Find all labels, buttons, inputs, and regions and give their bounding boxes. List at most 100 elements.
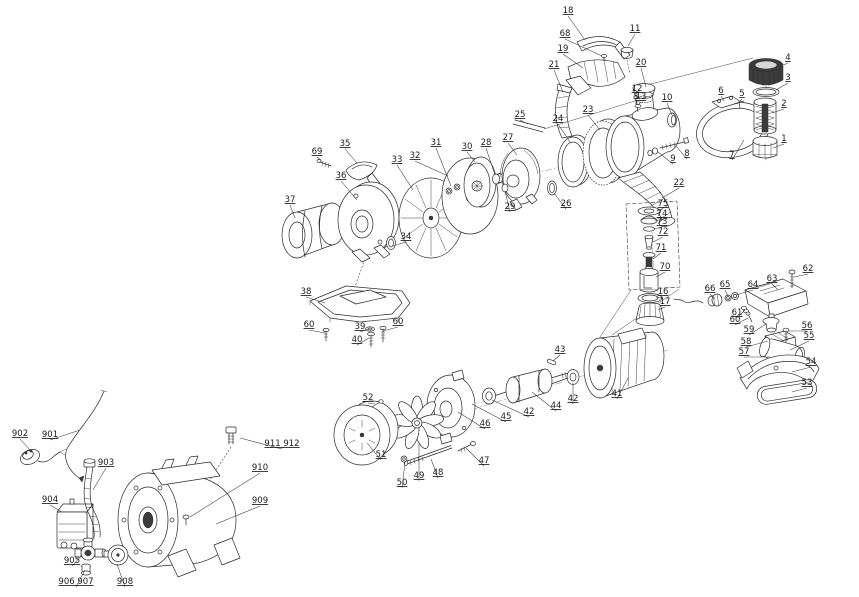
leader-line-902 [19, 438, 31, 451]
part-label-19: 19 [558, 44, 569, 54]
leader-line-34 [392, 241, 407, 247]
part-label-34: 34 [401, 232, 412, 242]
part-34-ring [386, 236, 396, 250]
part-21-cover-strip [555, 83, 573, 139]
part-label-13: 13 [636, 92, 647, 102]
leader-line-33 [396, 164, 414, 191]
part-label-38: 38 [301, 287, 312, 297]
leader-line-74 [654, 218, 663, 222]
part-62-screw [788, 269, 796, 289]
part-label-44: 44 [551, 401, 562, 411]
part-41-motor-stator [583, 327, 665, 399]
part-label-71: 71 [656, 243, 667, 253]
part-38-base-plate [309, 285, 411, 323]
part-label-36: 36 [336, 171, 347, 181]
part-909-pressure-tank [117, 455, 241, 578]
part-label-51: 51 [376, 450, 387, 460]
part-51-fan-cover [333, 400, 399, 466]
leader-line-62 [793, 273, 809, 278]
part-label-908: 908 [117, 577, 133, 587]
leader-line-75 [656, 208, 664, 212]
leader-line-42 [491, 399, 530, 418]
leader-line-3 [775, 82, 789, 91]
leader-line-45 [471, 403, 507, 423]
part-20-filler-cap [632, 83, 656, 98]
part-label-29: 29 [505, 202, 516, 212]
leader-line-68 [564, 38, 603, 57]
part-904-pressure-switch [56, 498, 94, 550]
part-label-31: 31 [431, 138, 442, 148]
part-label-66: 66 [705, 284, 716, 294]
part-label-60: 60 [304, 320, 315, 330]
leader-line-71 [652, 252, 662, 260]
part-75-washer [637, 206, 661, 216]
leader-line-901 [49, 429, 81, 441]
part-label-22: 22 [674, 178, 685, 188]
leader-line-26 [553, 192, 567, 210]
leader-line-10 [666, 102, 673, 116]
part-label-47: 47 [479, 456, 490, 466]
part-label-909: 909 [252, 496, 268, 506]
part-label-24: 24 [553, 114, 564, 124]
part-label-72: 72 [658, 227, 669, 237]
part-label-25: 25 [515, 110, 526, 120]
leader-line-63 [771, 283, 779, 291]
leader-line-911-912 [239, 437, 283, 450]
part-label-5: 5 [739, 89, 744, 99]
part-54-saddle-bracket [736, 354, 820, 390]
part-label-41: 41 [612, 389, 623, 399]
part-label-35: 35 [340, 139, 351, 149]
part-label-906-907: 906 907 [58, 577, 93, 587]
leader-line-903 [92, 467, 107, 491]
part-label-75: 75 [658, 199, 669, 209]
part-label-63: 63 [767, 274, 778, 284]
leader-line-27 [507, 142, 518, 156]
part-64-washer [731, 292, 739, 300]
leader-line-60 [734, 317, 749, 326]
part-52-screw [371, 399, 384, 408]
part-label-74: 74 [657, 209, 668, 219]
part-3-o-ring [752, 87, 780, 97]
leader-line-29 [504, 190, 511, 213]
leader-line-16 [655, 296, 664, 299]
part-53-gasket [756, 379, 818, 405]
leader-line-54 [791, 366, 812, 373]
part-74-valve-cap [640, 215, 658, 225]
part-label-33: 33 [392, 155, 403, 165]
leader-line-2 [771, 108, 785, 114]
part-13-o-ring-small [634, 104, 642, 108]
part-63-terminal-cover [744, 278, 809, 318]
leader-line-73 [653, 226, 663, 230]
part-label-27: 27 [503, 133, 514, 143]
leader-line-72 [652, 236, 664, 243]
leader-line-59 [748, 323, 767, 336]
leader-line-47 [465, 447, 485, 467]
leader-line-28 [485, 147, 496, 176]
leader-line-61 [736, 309, 746, 319]
part-label-69: 69 [312, 147, 323, 157]
part-label-60: 60 [393, 317, 404, 327]
part-8-bolt [659, 137, 689, 151]
leader-line-37 [289, 204, 296, 219]
part-label-42: 42 [568, 394, 579, 404]
part-label-32: 32 [410, 151, 421, 161]
part-label-904: 904 [42, 495, 58, 505]
part-73-ring [643, 226, 655, 232]
part-label-61: 61 [732, 308, 743, 318]
leader-line-909 [215, 505, 261, 525]
part-label-68: 68 [560, 29, 571, 39]
leader-line-910 [189, 472, 261, 518]
part-label-45: 45 [501, 412, 512, 422]
leader-line-11 [627, 33, 636, 47]
part-label-28: 28 [481, 138, 492, 148]
part-5-clamp-screw [733, 100, 745, 109]
leader-line-69 [316, 156, 322, 161]
part-label-53: 53 [802, 378, 813, 388]
part-label-6: 6 [718, 86, 723, 96]
part-69-screw [316, 159, 332, 169]
part-label-8: 8 [684, 149, 689, 159]
part-42-bearing-right [566, 369, 580, 385]
part-label-65: 65 [720, 280, 731, 290]
part-label-3: 3 [785, 73, 790, 83]
